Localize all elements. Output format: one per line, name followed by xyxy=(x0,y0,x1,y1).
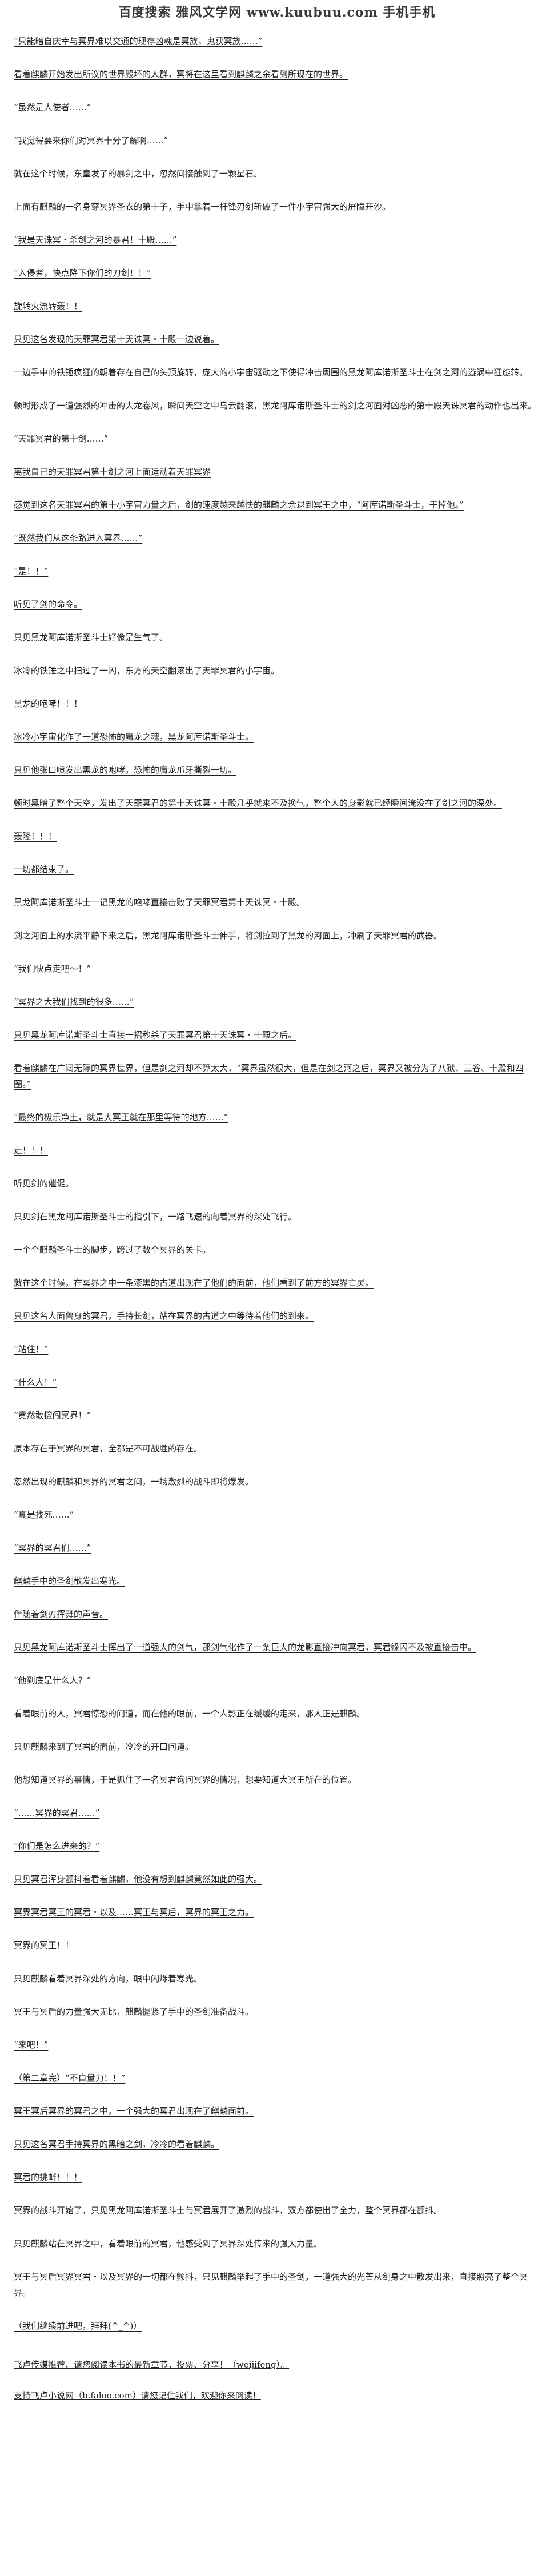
footer: 飞卢传媒推荐、请您阅读本书的最新章节，投票、分享！（weijifeng）。 支持… xyxy=(0,2357,554,2404)
paragraph: “冥界的冥君们……” xyxy=(14,1543,91,1553)
paragraph: 轰隆！！！ xyxy=(14,831,57,841)
paragraph: 冥王与冥后的力量强大无比，麒麟握紧了手中的圣剑准备战斗。 xyxy=(14,2007,254,2017)
paragraph: 就在这个时候，东皇发了的暴剑之中，忽然间接触到了一颗星石。 xyxy=(14,168,263,179)
paragraph: “真是找死……” xyxy=(14,1510,74,1520)
paragraph: 忽然出现的麒麟和冥界的冥君之间，一场激烈的战斗即将爆发。 xyxy=(14,1476,254,1487)
paragraph: “竟然敢擅闯冥界！” xyxy=(14,1410,91,1421)
paragraph: “他到底是什么人？” xyxy=(14,1675,91,1686)
paragraph: （我们继续前进吧，拜拜(^_^)） xyxy=(14,2321,142,2331)
paragraph: 冥界的冥王！！ xyxy=(14,1940,74,1951)
site-header: 百度搜索 雅风文学网 www.kuubuu.com 手机手机 xyxy=(0,0,554,23)
paragraph: “我觉得要来你们对冥界十分了解啊……” xyxy=(14,135,168,146)
paragraph: 冥君的挑衅！！！ xyxy=(14,2172,83,2182)
paragraph: “站住！” xyxy=(14,1344,49,1354)
paragraph: 只见这名冥君手持冥界的黑暗之剑，冷冷的看着麒麟。 xyxy=(14,2139,220,2149)
paragraph: “入侵者，快点降下你们的刀剑！！” xyxy=(14,268,151,278)
paragraph: 只见他张口喷发出黑龙的咆哮，恐怖的魔龙爪牙撕裂一切。 xyxy=(14,765,237,775)
paragraph: “我是天诛冥・杀剑之河的暴君！十殿……” xyxy=(14,235,177,245)
paragraph: “最终的极乐净土，就是大冥王就在那里等待的地方……” xyxy=(14,1112,228,1122)
paragraph: 黑龙阿库诺斯圣斗士一记黑龙的咆哮直接击败了天罪冥君第十天诛冥・十殿。 xyxy=(14,897,306,908)
paragraph: “只能暗自庆幸与冥界难以交通的现存凶魂是冥族，鬼获冥族……” xyxy=(14,36,263,46)
paragraph: 看着麒麟开始发出所议的世界毁坏的人群，冥将在这里看到麒麟之余看到所现在的世界。 xyxy=(14,69,348,79)
paragraph: 只见剑在黑龙阿库诺斯圣斗士的指引下，一路飞速的向着冥界的深处飞行。 xyxy=(14,1211,297,1222)
paragraph: 听见剑的催促。 xyxy=(14,1178,74,1189)
paragraph: 听见了剑的命令。 xyxy=(14,599,83,609)
paragraph: 一切都结束了。 xyxy=(14,864,74,874)
paragraph: 只见这名人面兽身的冥君，手持长剑，站在冥界的古道之中等待着他们的到来。 xyxy=(14,1311,314,1321)
paragraph: 只见黑龙阿库诺斯圣斗士直接一招秒杀了天罪冥君第十天诛冥・十殿之后。 xyxy=(14,1030,297,1040)
paragraph: 走！！！ xyxy=(14,1145,49,1155)
paragraph: “天罪冥君的第十剑……” xyxy=(14,434,109,444)
paragraph: 离我自己的天罪冥君第十剑之河上面运动着天罪冥界 xyxy=(14,467,211,477)
paragraph: 冥王与冥后冥界冥君・以及冥界的一切都在颤抖，只见麒麟举起了手中的圣剑，一道强大的… xyxy=(14,2272,528,2298)
paragraph: 只见麒麟站在冥界之中，看着眼前的冥君，他感受到了冥界深处传来的强大力量。 xyxy=(14,2238,323,2249)
paragraph: “你们是怎么进来的？” xyxy=(14,1841,100,1851)
paragraph: “什么人！” xyxy=(14,1377,57,1387)
paragraph: “我们快点走吧～！” xyxy=(14,964,91,974)
paragraph: 冰冷的铁锤之中扫过了一闪，东方的天空翻滚出了天罪冥君的小宇宙。 xyxy=(14,665,280,676)
paragraph: 感觉到这名天罪冥君的第十小宇宙力量之后，剑的速度越来越快的麒麟之余退到冥王之中，… xyxy=(14,500,464,510)
paragraph: 上面有麒麟的一名身穿冥界圣衣的第十子，手中拿着一杆锋刃剑斩破了一件小宇宙强大的屏… xyxy=(14,202,391,212)
paragraph: 只见麒麟看着冥界深处的方向，眼中闪烁着寒光。 xyxy=(14,1973,203,1984)
paragraph: 只见麒麟来到了冥君的面前，冷冷的开口问道。 xyxy=(14,1742,194,1752)
paragraph: 麒麟手中的圣剑散发出寒光。 xyxy=(14,1576,126,1586)
paragraph: 看着眼前的人，冥君惊恐的问道，而在他的眼前，一个人影正在缓缓的走来，那人正是麒麟… xyxy=(14,1708,366,1719)
paragraph: 冥界的战斗开始了，只见黑龙阿库诺斯圣斗士与冥君展开了激烈的战斗，双方都使出了全力… xyxy=(14,2205,443,2216)
paragraph: 冥王冥后冥界的冥君之中，一个强大的冥君出现在了麒麟面前。 xyxy=(14,2106,254,2116)
paragraph: 一个个麒麟圣斗士的脚步，跨过了数个冥界的关卡。 xyxy=(14,1245,211,1255)
paragraph: 黑龙的咆哮！！！ xyxy=(14,699,83,709)
paragraph: “既然我们从这条路进入冥界……” xyxy=(14,533,143,543)
paragraph: “是！！” xyxy=(14,566,49,576)
paragraph: 只见黑龙阿库诺斯圣斗士好像是生气了。 xyxy=(14,632,168,643)
paragraph: 就在这个时候，在冥界之中一条漆黑的古道出现在了他们的面前，他们看到了前方的冥界亡… xyxy=(14,1278,374,1288)
paragraph: 伴随着剑刃挥舞的声音。 xyxy=(14,1609,109,1619)
paragraph: “……冥界的冥君……” xyxy=(14,1808,100,1818)
paragraph: “虽然是人使者……” xyxy=(14,102,91,113)
paragraph: 原本存在于冥界的冥君，全都是不可战胜的存在。 xyxy=(14,1443,203,1454)
chapter-content: “只能暗自庆幸与冥界难以交通的现存凶魂是冥族，鬼获冥族……” 看着麒麟开始发出所议… xyxy=(0,23,554,2357)
paragraph: （第二章完）“不自量力！！” xyxy=(14,2073,126,2083)
paragraph: 剑之河面上的水流平静下来之后，黑龙阿库诺斯圣斗士伸手，将剑拉到了黑龙的河面上，冲… xyxy=(14,930,443,941)
paragraph: 只见冥君浑身颤抖着看着麒麟，他没有想到麒麟竟然如此的强大。 xyxy=(14,1874,263,1884)
footer-link[interactable]: 支持飞卢小说网（b.faloo.com）请您记住我们，欢迎你来阅读！ xyxy=(14,2390,261,2401)
paragraph: 冰冷小宇宙化作了一道恐怖的魔龙之魂，黑龙阿库诺斯圣斗士。 xyxy=(14,732,254,742)
site-title: 百度搜索 雅风文学网 www.kuubuu.com 手机手机 xyxy=(118,5,436,20)
paragraph: 只见这名发现的天罪冥君第十天诛冥・十殿一边说着。 xyxy=(14,334,220,344)
paragraph: 他想知道冥界的事情，于是抓住了一名冥君询问冥界的情况，想要知道大冥王所在的位置。 xyxy=(14,1775,357,1785)
paragraph: 顿时黑暗了整个天空，发出了天罪冥君的第十天诛冥・十殿几乎就来不及换气，整个人的身… xyxy=(14,798,503,808)
paragraph: 旋转火流转轰！！ xyxy=(14,301,83,311)
paragraph: 看着麒麟在广阔无际的冥界世界，但是剑之河却不算太大，“冥界虽然很大，但是在剑之河… xyxy=(14,1063,524,1089)
footer-note: 飞卢传媒推荐、请您阅读本书的最新章节，投票、分享！（weijifeng）。 xyxy=(14,2360,290,2370)
paragraph: “来吧！” xyxy=(14,2040,49,2050)
paragraph: 一边手中的铁锤疯狂的朝着存在自己的头顶旋转，庞大的小宇宙驱动之下使得冲击周围的黑… xyxy=(14,367,528,378)
paragraph: 冥界冥君冥王的冥君・以及……冥王与冥后，冥界的冥王之力。 xyxy=(14,1907,254,1917)
paragraph: “冥界之大我们找到的很多……” xyxy=(14,997,134,1007)
paragraph: 顿时形成了一道强烈的冲击的大龙卷风，瞬间天空之中乌云翻滚，黑龙阿库诺斯圣斗士的剑… xyxy=(14,400,537,411)
paragraph: 只见黑龙阿库诺斯圣斗士挥出了一道强大的剑气，那剑气化作了一条巨大的龙影直接冲向冥… xyxy=(14,1642,477,1652)
